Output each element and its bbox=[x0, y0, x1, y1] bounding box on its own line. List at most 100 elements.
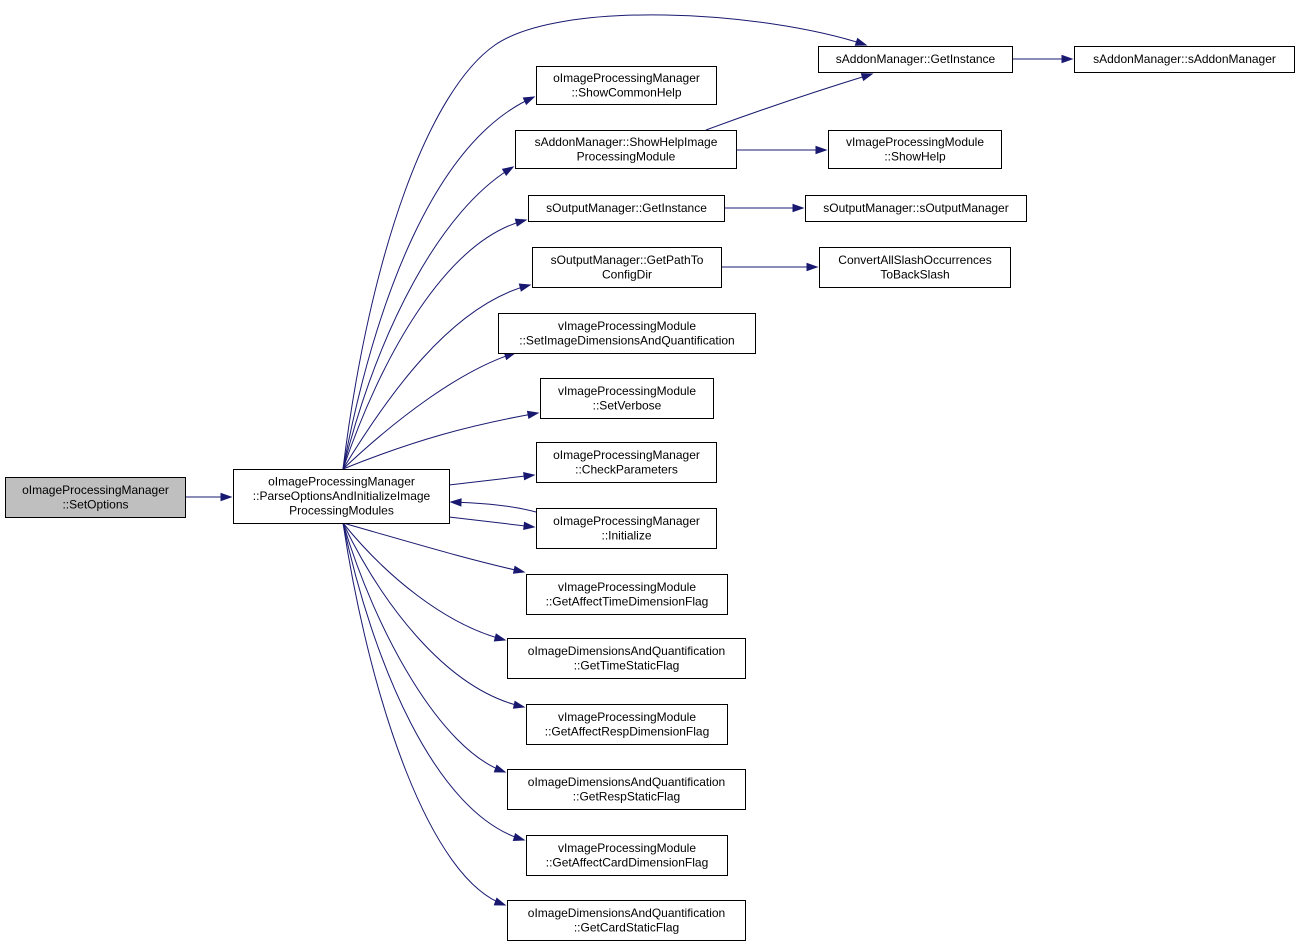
node-label-line: sAddonManager::ShowHelpImage bbox=[535, 135, 718, 149]
edge-arrowhead bbox=[854, 37, 868, 46]
node-label-line: ::SetImageDimensionsAndQuantification bbox=[519, 333, 734, 347]
edge-arrowhead bbox=[512, 565, 526, 574]
node-label-line: ::ParseOptionsAndInitializeImage bbox=[253, 489, 431, 503]
node-module_showhelp[interactable]: vImageProcessingModule::ShowHelp bbox=[828, 130, 1002, 169]
node-label-line: oImageDimensionsAndQuantification bbox=[528, 644, 725, 658]
node-box bbox=[498, 313, 756, 354]
node-label-line: vImageProcessingModule bbox=[558, 580, 696, 594]
node-label-line: ProcessingModule bbox=[577, 149, 676, 163]
node-label-line: ::Initialize bbox=[601, 528, 651, 542]
node-output_ctor[interactable]: sOutputManager::sOutputManager bbox=[805, 195, 1027, 222]
edge-arrowhead bbox=[815, 145, 828, 155]
node-affectresp[interactable]: vImageProcessingModule::GetAffectRespDim… bbox=[526, 704, 728, 745]
edge-arrowhead bbox=[501, 166, 515, 177]
edge-line bbox=[342, 96, 535, 470]
edge-arrowhead bbox=[806, 262, 819, 272]
node-label-line: ConvertAllSlashOccurrences bbox=[838, 253, 991, 267]
edge-parseoptions-to-getpathtoconfigdir bbox=[342, 283, 532, 470]
node-label-line: sOutputManager::GetPathTo bbox=[551, 253, 704, 267]
edge-initialize-to-parseoptions bbox=[449, 498, 537, 513]
node-label-line: ConfigDir bbox=[602, 267, 652, 281]
node-label-line: ::GetAffectRespDimensionFlag bbox=[545, 724, 710, 738]
edge-line bbox=[342, 522, 525, 708]
node-addon_getinstance[interactable]: sAddonManager::GetInstance bbox=[818, 46, 1013, 73]
edge-arrowhead bbox=[493, 897, 507, 906]
nodes-layer: oImageProcessingManager::SetOptionsoImag… bbox=[5, 46, 1295, 941]
edge-arrowhead bbox=[220, 492, 233, 502]
edge-parseoptions-to-setverbose bbox=[342, 410, 540, 470]
node-label-line: ProcessingModules bbox=[289, 504, 394, 518]
node-label-line: sOutputManager::GetInstance bbox=[546, 201, 707, 215]
node-box bbox=[526, 574, 728, 615]
node-label-line: ToBackSlash bbox=[880, 267, 949, 281]
edge-parseoptions-to-showcommonhelp bbox=[342, 96, 536, 470]
node-box bbox=[528, 195, 725, 222]
node-label-line: sOutputManager::sOutputManager bbox=[823, 201, 1008, 215]
edge-line bbox=[342, 412, 539, 470]
node-box bbox=[532, 247, 722, 288]
node-label-line: ::GetAffectCardDimensionFlag bbox=[546, 855, 709, 869]
node-label-line: sAddonManager::sAddonManager bbox=[1093, 52, 1276, 66]
edge-line bbox=[342, 522, 525, 573]
node-box bbox=[515, 130, 737, 169]
node-label-line: vImageProcessingModule bbox=[846, 135, 984, 149]
node-box bbox=[526, 835, 728, 876]
node-box bbox=[536, 442, 717, 483]
node-setoptions[interactable]: oImageProcessingManager::SetOptions bbox=[5, 477, 186, 518]
node-affecttime[interactable]: vImageProcessingModule::GetAffectTimeDim… bbox=[526, 574, 728, 615]
edge-arrowhead bbox=[860, 73, 874, 82]
node-label-line: ::ShowCommonHelp bbox=[571, 85, 681, 99]
edge-parseoptions-to-checkparameters bbox=[448, 472, 536, 486]
edge-showhelpimage-to-module_showhelp bbox=[736, 145, 828, 155]
node-label-line: ::GetAffectTimeDimensionFlag bbox=[546, 594, 709, 608]
edge-parseoptions-to-respstatic bbox=[342, 522, 507, 773]
edge-parseoptions-to-addon_getinstance bbox=[342, 14, 868, 470]
edge-parseoptions-to-cardstatic bbox=[342, 522, 507, 906]
edge-line bbox=[342, 352, 516, 470]
node-showhelpimage[interactable]: sAddonManager::ShowHelpImageProcessingMo… bbox=[515, 130, 737, 169]
node-parseoptions[interactable]: oImageProcessingManager::ParseOptionsAnd… bbox=[233, 469, 450, 524]
node-box bbox=[805, 195, 1027, 222]
node-timestatic[interactable]: oImageDimensionsAndQuantification::GetTi… bbox=[507, 638, 746, 679]
edge-output_getinstance-to-output_ctor bbox=[724, 203, 805, 213]
node-label-line: ::CheckParameters bbox=[575, 462, 678, 476]
node-addon_ctor[interactable]: sAddonManager::sAddonManager bbox=[1074, 46, 1295, 73]
node-initialize[interactable]: oImageProcessingManager::Initialize bbox=[536, 508, 717, 549]
node-box bbox=[526, 704, 728, 745]
node-label-line: oImageProcessingManager bbox=[268, 475, 415, 489]
node-box bbox=[507, 769, 746, 810]
edge-arrowhead bbox=[512, 700, 526, 709]
node-setverbose[interactable]: vImageProcessingModule::SetVerbose bbox=[540, 378, 714, 419]
edge-arrowhead bbox=[792, 203, 805, 213]
edge-arrowhead bbox=[514, 218, 528, 227]
node-setimagedims[interactable]: vImageProcessingModule::SetImageDimensio… bbox=[498, 313, 756, 354]
edge-parseoptions-to-affectcard bbox=[342, 522, 526, 842]
node-box bbox=[507, 638, 746, 679]
node-label-line: ::ShowHelp bbox=[884, 149, 946, 163]
node-box bbox=[540, 378, 714, 419]
edge-arrowhead bbox=[449, 498, 462, 507]
node-showcommonhelp[interactable]: oImageProcessingManager::ShowCommonHelp bbox=[536, 66, 717, 105]
edge-parseoptions-to-setimagedims bbox=[342, 352, 517, 470]
node-checkparameters[interactable]: oImageProcessingManager::CheckParameters bbox=[536, 442, 717, 483]
edge-line bbox=[342, 14, 867, 470]
node-output_getinstance[interactable]: sOutputManager::GetInstance bbox=[528, 195, 725, 222]
node-respstatic[interactable]: oImageDimensionsAndQuantification::GetRe… bbox=[507, 769, 746, 810]
edge-showhelpimage-to-addon_getinstance bbox=[705, 73, 874, 131]
edge-addon_getinstance-to-addon_ctor bbox=[1012, 54, 1074, 64]
node-label-line: vImageProcessingModule bbox=[558, 841, 696, 855]
node-cardstatic[interactable]: oImageDimensionsAndQuantification::GetCa… bbox=[507, 900, 746, 941]
node-box bbox=[828, 130, 1002, 169]
node-label-line: vImageProcessingModule bbox=[558, 319, 696, 333]
node-label-line: oImageProcessingManager bbox=[22, 483, 169, 497]
edge-line bbox=[705, 73, 873, 131]
node-box bbox=[536, 66, 717, 105]
edge-line bbox=[342, 522, 525, 841]
edge-line bbox=[448, 516, 535, 528]
node-label-line: oImageDimensionsAndQuantification bbox=[528, 775, 725, 789]
node-affectcard[interactable]: vImageProcessingModule::GetAffectCardDim… bbox=[526, 835, 728, 876]
edge-line bbox=[342, 522, 506, 773]
edge-line bbox=[342, 284, 531, 470]
